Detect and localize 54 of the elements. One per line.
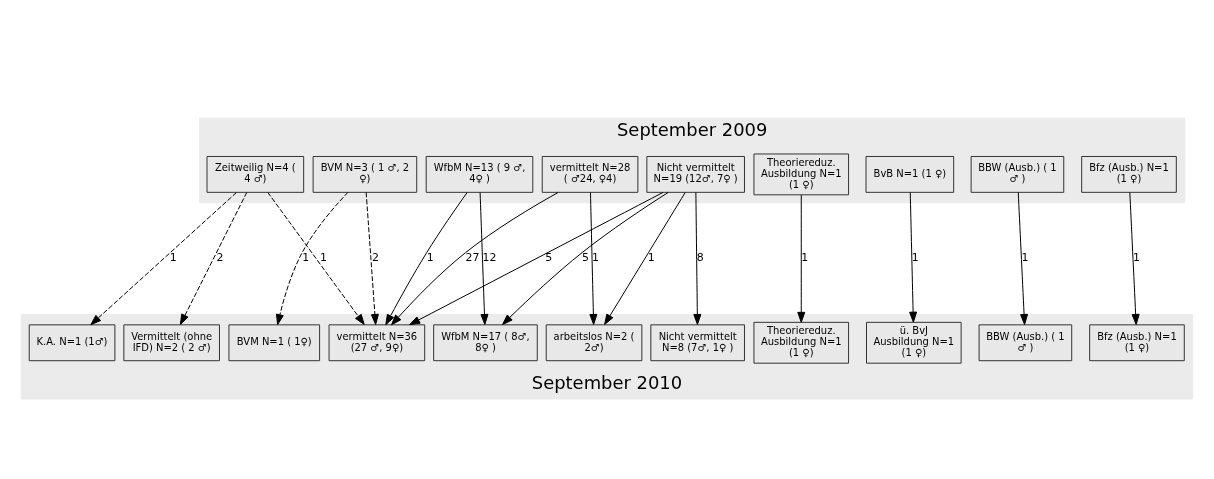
arrow (365, 192, 379, 325)
arrow (409, 191, 664, 326)
node-box: Theoriereduz. Ausbildung N=1 (1 ♀) (753, 321, 850, 364)
edge-label: 27 (465, 251, 480, 265)
edge-label: 1 (169, 251, 177, 265)
edge-label: 1 (302, 251, 310, 265)
arrow (267, 192, 365, 325)
node-box: Zeitweilig N=4 ( 4 ♂) (206, 155, 305, 193)
arrow (693, 192, 702, 325)
node-box: Bfz (Ausb.) N=1 (1 ♀) (1089, 324, 1185, 362)
edge-label: 5 (582, 251, 590, 265)
edge-label: 1 (1021, 251, 1029, 265)
edge-label: 2 (216, 251, 224, 265)
arrow (1017, 192, 1029, 325)
edge-label: 1 (426, 251, 434, 265)
edge-label: 1 (911, 251, 919, 265)
arrow (502, 191, 669, 325)
edge-label: 1 (320, 251, 328, 265)
arrow (604, 192, 686, 325)
edge-label: 5 (545, 251, 553, 265)
edge-label: 1 (1132, 251, 1140, 265)
node-box: BVM N=3 ( 1 ♂, 2 ♀) (312, 155, 418, 193)
node-box: Bfz (Ausb.) N=1 (1 ♀) (1081, 155, 1177, 193)
arrow (589, 192, 598, 325)
arrow (90, 192, 237, 326)
node-box: arbeitslos N=2 ( 2♂) (545, 324, 643, 362)
node-box: vermittelt N=36 (27 ♂, 9♀) (328, 324, 426, 362)
node-box: BVM N=1 ( 1♀) (228, 324, 321, 362)
arrow (797, 194, 806, 323)
edge-label: 1 (592, 251, 600, 265)
arrow (391, 191, 559, 326)
node-box: Nicht vermittelt N=19 (12♂, 7♀ ) (646, 155, 745, 193)
node-box: Vermittelt (ohne IFD) N=2 ( 2 ♂) (123, 324, 220, 362)
arrow (909, 192, 918, 323)
edge-label: 12 (482, 251, 497, 265)
node-box: ü. BvJ Ausbildung N=1 (1 ♀) (866, 321, 962, 364)
arrow (479, 192, 489, 325)
node-box: WfbM N=17 ( 8♂, 8♀ ) (433, 324, 538, 362)
edge-label: 1 (801, 251, 809, 265)
node-box: BBW (Ausb.) ( 1 ♂ ) (978, 324, 1073, 362)
node-box: BvB N=1 (1 ♀) (865, 155, 955, 193)
arrow (179, 192, 248, 325)
node-box: BBW (Ausb.) ( 1 ♂ ) (970, 155, 1065, 193)
edge-label: 1 (647, 251, 655, 265)
edge-label: 8 (696, 251, 704, 265)
node-box: Nicht vermittelt N=8 (7♂, 1♀ ) (650, 324, 745, 362)
node-box: Theoriereduz. Ausbildung N=1 (1 ♀) (753, 153, 850, 196)
node-box: WfbM N=13 ( 9 ♂, 4♀ ) (425, 155, 534, 193)
arrow (385, 192, 468, 326)
arrow (275, 191, 349, 326)
edge-label: 2 (371, 251, 379, 265)
node-box: vermittelt N=28 ( ♂24, ♀4) (541, 155, 639, 193)
node-box: K.A. N=1 (1♂) (28, 324, 116, 362)
arrow (1129, 192, 1140, 325)
